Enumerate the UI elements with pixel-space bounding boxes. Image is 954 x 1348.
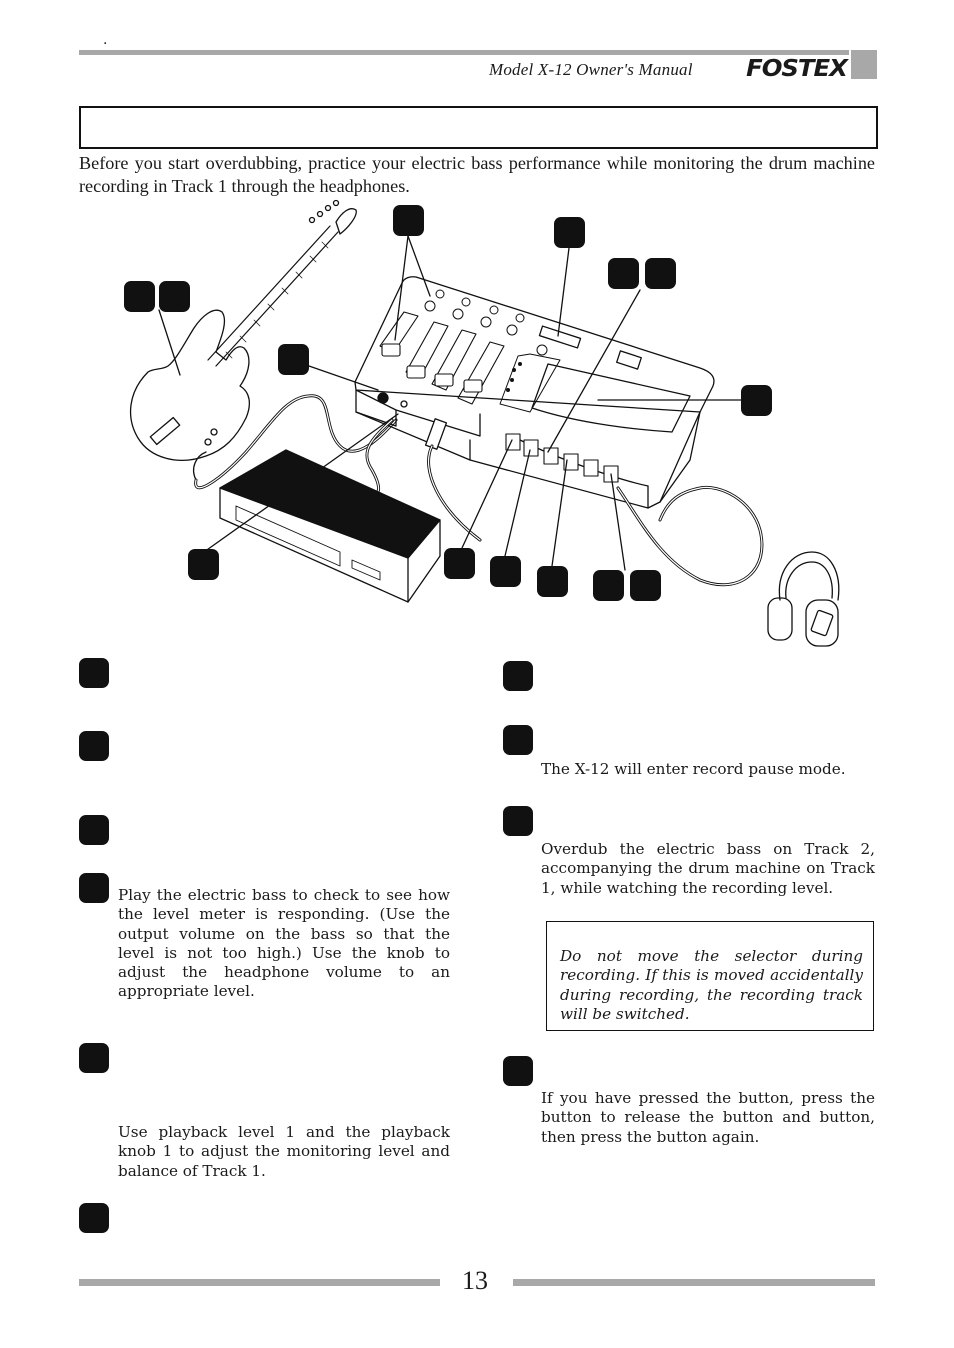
multitrack-recorder xyxy=(354,276,715,509)
footer-rule-right xyxy=(513,1279,875,1286)
intro-paragraph: Before you start overdubbing, practice y… xyxy=(79,153,875,196)
header-dot: . xyxy=(103,32,108,48)
page-number: 13 xyxy=(462,1266,488,1295)
callout-badge xyxy=(124,281,155,312)
callout-badge xyxy=(645,258,676,289)
note-box xyxy=(546,921,874,1031)
step9-text: Overdub the electric bass on Track 2, ac… xyxy=(541,840,875,897)
electric-bass xyxy=(129,199,357,481)
callout-badge xyxy=(188,549,219,580)
step-badge-8 xyxy=(503,725,533,755)
step-badge-6 xyxy=(79,1203,109,1233)
step-badge-7 xyxy=(503,661,533,691)
step-badge-3 xyxy=(79,815,109,845)
callout-badge xyxy=(444,548,475,579)
step8-text: The X-12 will enter record pause mode. xyxy=(541,760,846,778)
callout-badge xyxy=(490,556,521,587)
step5-text: Use playback level 1 and the playback kn… xyxy=(118,1123,450,1180)
step4-text: Play the electric bass to check to see h… xyxy=(118,886,450,1001)
step-badge-2 xyxy=(79,731,109,761)
note-text: Do not move the selector during recordin… xyxy=(560,947,863,1023)
step10-text: If you have pressed the button, press th… xyxy=(541,1089,875,1146)
header-tab-block xyxy=(851,50,877,79)
callout-badge xyxy=(741,385,772,416)
callout-badge xyxy=(278,344,309,375)
headphones xyxy=(767,551,840,647)
step-badge-4 xyxy=(79,873,109,903)
callout-badge xyxy=(393,205,424,236)
drum-machine xyxy=(219,449,441,603)
callout-badge xyxy=(159,281,190,312)
step-badge-9 xyxy=(503,806,533,836)
callout-badge xyxy=(537,566,568,597)
callout-badge xyxy=(630,570,661,601)
setup-illustration xyxy=(100,195,860,659)
header-rule xyxy=(79,50,849,55)
footer-rule-left xyxy=(79,1279,440,1286)
section-title-box xyxy=(79,106,878,149)
callout-badge xyxy=(593,570,624,601)
step-badge-10 xyxy=(503,1056,533,1086)
step-badge-5 xyxy=(79,1043,109,1073)
callout-badge xyxy=(554,217,585,248)
manual-title: Model X-12 Owner's Manual xyxy=(489,60,693,79)
brand-logo: FOSTEX xyxy=(746,56,848,82)
callout-badge xyxy=(608,258,639,289)
step-badge-1 xyxy=(79,658,109,688)
